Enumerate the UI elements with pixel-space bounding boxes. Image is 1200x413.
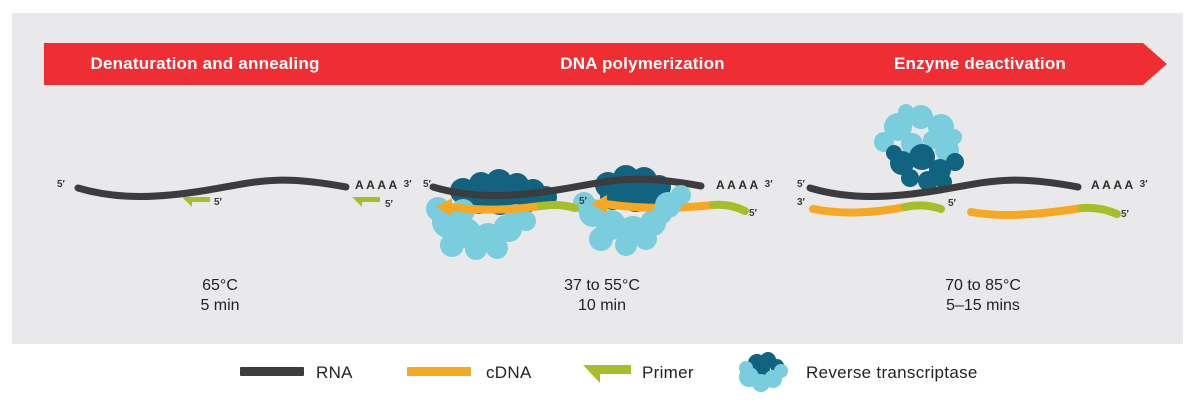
legend-reverse-transcriptase-label: Reverse transcriptase bbox=[806, 363, 978, 382]
panel3-cdna2-5prime-label: 5′ bbox=[1121, 209, 1129, 220]
panel1-rna-3prime-label: 3′ bbox=[403, 179, 412, 190]
panel1-rna-5prime-label: 5′ bbox=[57, 179, 65, 190]
step-label-denaturation: Denaturation and annealing bbox=[90, 54, 320, 73]
panel2-cdna2-5prime-label: 5′ bbox=[749, 208, 757, 219]
legend-primer-label: Primer bbox=[642, 363, 694, 382]
legend-cdna-label: cDNA bbox=[486, 363, 532, 382]
panel1-primer-right-5prime-label: 5′ bbox=[385, 199, 393, 210]
panel3-polya-row: AAAA 3′ bbox=[1091, 179, 1148, 191]
step-label-deactivation: Enzyme deactivation bbox=[894, 54, 1066, 73]
panel3-conditions: 70 to 85°C 5–15 mins bbox=[873, 276, 1093, 316]
panel1-conditions: 65°C 5 min bbox=[110, 276, 330, 316]
panel3-cdna1-5prime-label: 5′ bbox=[948, 198, 956, 209]
panel2-duration: 10 min bbox=[577, 297, 627, 314]
legend-rna-swatch bbox=[240, 367, 304, 376]
panel3-duration: 5–15 mins bbox=[946, 297, 1020, 314]
panel1-duration: 5 min bbox=[200, 297, 240, 314]
panel2-cdna1-5prime-label: 5′ bbox=[579, 196, 587, 207]
panel3-cdna1-3prime-label: 3′ bbox=[797, 197, 805, 208]
panel2-conditions: 37 to 55°C 10 min bbox=[492, 276, 712, 316]
panel2-rna-5prime-label: 5′ bbox=[423, 179, 431, 190]
panel3-rna-5prime-label: 5′ bbox=[797, 179, 805, 190]
panel2-polya-row: AAAA 3′ bbox=[716, 179, 773, 191]
panel1-polya-row: AAAA 3′ bbox=[355, 179, 412, 191]
legend-cdna-swatch bbox=[407, 367, 471, 376]
panel3-polya-label: AAAA bbox=[1091, 178, 1136, 192]
step-arrow-denaturation: Denaturation and annealing bbox=[44, 43, 382, 85]
legend-rna-label: RNA bbox=[316, 363, 353, 382]
step-arrow-deactivation: Enzyme deactivation bbox=[779, 43, 1167, 85]
panel2-polya-label: AAAA bbox=[716, 178, 761, 192]
panel1-temperature: 65°C bbox=[202, 277, 238, 294]
panel1-primer-mid-5prime-label: 5′ bbox=[214, 197, 222, 208]
step-arrow-polymerization: DNA polymerization bbox=[355, 43, 860, 85]
panel1-polya-label: AAAA bbox=[355, 178, 400, 192]
panel3-rna-3prime-label: 3′ bbox=[1139, 179, 1148, 190]
step-label-polymerization: DNA polymerization bbox=[560, 54, 725, 73]
legend-reverse-transcriptase-icon bbox=[739, 352, 788, 392]
panel3-temperature: 70 to 85°C bbox=[945, 277, 1021, 294]
legend-primer-icon bbox=[583, 365, 631, 383]
panel2-rna-3prime-label: 3′ bbox=[764, 179, 773, 190]
panel2-temperature: 37 to 55°C bbox=[564, 277, 640, 294]
